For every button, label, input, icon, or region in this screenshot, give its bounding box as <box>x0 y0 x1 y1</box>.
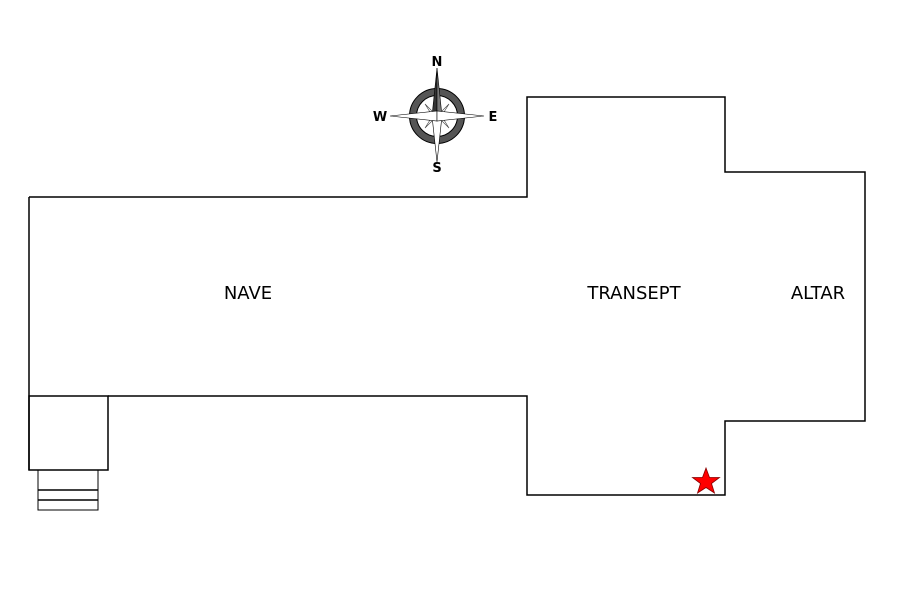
star-icon <box>691 466 721 494</box>
room-label-transept: TRANSEPT <box>586 283 681 304</box>
entrance-stairs <box>37 469 99 511</box>
compass-north: N <box>432 55 443 70</box>
compass-rose-icon: N S W E <box>373 55 498 176</box>
compass-south: S <box>432 161 441 176</box>
compass-west: W <box>373 110 387 125</box>
entrance-porch <box>28 395 109 471</box>
compass-east: E <box>489 110 498 125</box>
room-label-nave: NAVE <box>224 283 272 304</box>
church-outline <box>29 96 866 496</box>
room-label-altar: ALTAR <box>791 283 845 304</box>
